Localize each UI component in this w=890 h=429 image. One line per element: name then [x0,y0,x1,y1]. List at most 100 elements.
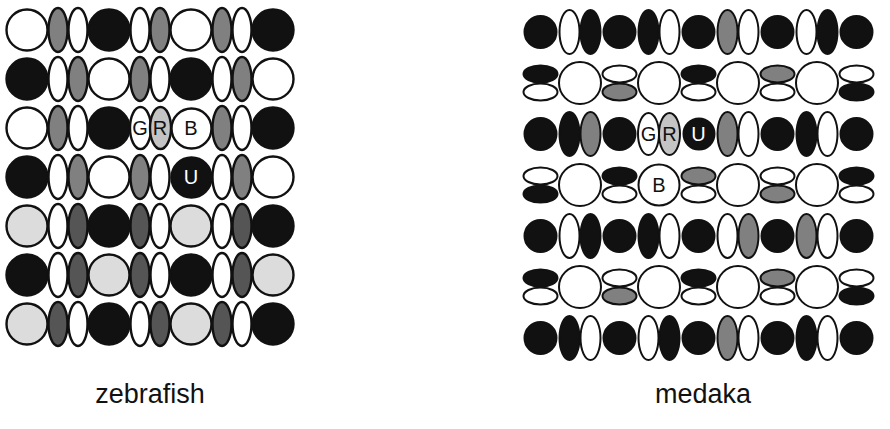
double-cone-member [131,155,150,199]
cone-circle [525,16,557,48]
double-cone-member [131,253,150,297]
double-cone-member [69,155,88,199]
cone-circle [89,206,130,247]
double-cone-member [682,270,716,287]
cone-circle [683,220,715,252]
blue-cone [717,62,759,104]
blue-cone [559,266,601,308]
cone-letter: B [171,108,212,149]
double-cone-member [581,316,601,360]
cone-circle [89,157,130,198]
double-cone-member [818,316,838,360]
cone-circle [762,220,794,252]
double-cone-member [682,84,716,101]
double-cone-member [660,316,680,360]
cone-circle [89,10,130,51]
cone-circle [89,304,130,345]
double-cone-member [131,57,150,101]
cone-circle [171,304,212,345]
cone-circle [253,255,294,296]
double-cone-member [233,8,252,52]
double-cone-member [761,288,795,305]
cone-circle [89,108,130,149]
double-cone-member [718,316,738,360]
double-cone-member [69,8,88,52]
double-cone-member [213,106,232,150]
double-cone-member [818,112,838,156]
cone-circle [525,118,557,150]
double-cone-member [840,186,874,203]
cone-circle [171,255,212,296]
panel-label: zebrafish [0,378,300,410]
cone-circle [7,59,48,100]
double-cone-member [524,270,558,287]
double-cone-member [761,270,795,287]
double-cone-member [639,214,659,258]
cone-circle [7,255,48,296]
blue-cone [796,62,838,104]
double-cone-member [49,253,68,297]
double-cone-member [524,66,558,83]
cone-circle [253,304,294,345]
cone-shape [171,108,211,148]
cone-circle [762,16,794,48]
cone-circle [253,206,294,247]
double-cone-member [660,214,680,258]
double-cone-member [213,253,232,297]
double-cone-member [213,302,232,346]
blue-cone [796,164,838,206]
cone-circle [7,304,48,345]
double-cone-member [560,112,580,156]
double-cone-member [761,186,795,203]
double-cone-member [560,10,580,54]
double-cone-member [151,8,170,52]
double-cone-member [639,316,659,360]
double-cone-member [233,106,252,150]
double-cone-member [797,10,817,54]
double-cone-member [69,57,88,101]
double-cone-member [603,84,637,101]
cone-circle [171,206,212,247]
double-cone-member [131,204,150,248]
double-cone-member [233,57,252,101]
double-cone-member [682,186,716,203]
double-cone-member [69,106,88,150]
blue-cone [638,62,680,104]
double-cone-member [581,214,601,258]
cone-circle [525,220,557,252]
double-cone-member [233,253,252,297]
cone-letter: B [638,164,680,206]
cone-circle [604,16,636,48]
cone-circle [7,108,48,149]
blue-cone [638,266,680,308]
double-cone-member [840,288,874,305]
double-cone-member [233,155,252,199]
double-cone-member [131,302,150,346]
double-cone-member: G [637,112,660,156]
cone-circle [841,220,873,252]
blue-cone [717,164,759,206]
double-cone-member [739,316,759,360]
cone-circle [683,322,715,354]
double-cone-member [840,66,874,83]
single-cone: U [171,157,212,198]
double-cone-member [682,168,716,185]
double-cone-member [213,8,232,52]
double-cone-member [524,288,558,305]
double-cone-member [718,10,738,54]
blue-cone [559,62,601,104]
double-cone-member [682,66,716,83]
double-cone-member [560,214,580,258]
double-cone-member [682,288,716,305]
cone-letter: U [683,118,715,150]
double-cone-member [603,288,637,305]
double-cone-member [49,302,68,346]
panel-label: medaka [553,378,853,410]
double-cone-member [718,214,738,258]
blue-cone [717,266,759,308]
double-cone-member [560,316,580,360]
double-cone-member [840,84,874,101]
double-cone-member [840,168,874,185]
cone-shape [150,107,171,149]
